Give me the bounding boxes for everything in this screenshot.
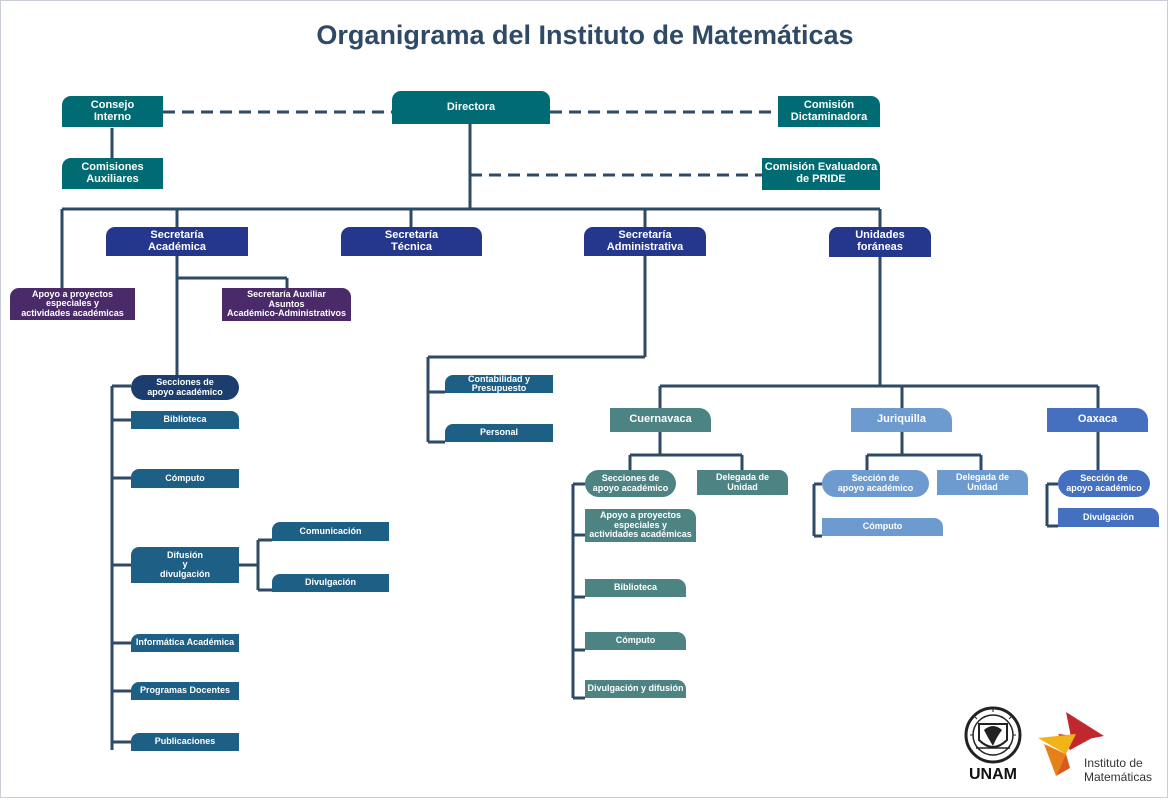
cuernavaca-box: Cuernavaca <box>610 408 711 432</box>
directora-box: Directora <box>392 91 550 124</box>
juriquilla-delegada-box: Delegada de Unidad <box>937 470 1028 495</box>
personal-box: Personal <box>445 424 553 442</box>
oaxaca-box: Oaxaca <box>1047 408 1148 432</box>
informatica-academica-box: Informática Académica <box>131 634 239 652</box>
juriquilla-box: Juriquilla <box>851 408 952 432</box>
instituto-matematicas-logo: Instituto de Matemáticas <box>1036 710 1164 790</box>
apoyo-proyectos-box: Apoyo a proyectos especiales y actividad… <box>10 288 135 320</box>
unam-logo: UNAM <box>962 704 1024 786</box>
comision-pride-box: Comisión Evaluadora de PRIDE <box>762 158 880 190</box>
unam-wordmark: UNAM <box>969 766 1017 783</box>
divulgacion-box: Divulgación <box>272 574 389 592</box>
im-triangles-icon <box>1038 712 1104 776</box>
consejo-interno-box: Consejo Interno <box>62 96 163 127</box>
cuernavaca-secciones-box: Secciones de apoyo académico <box>585 470 676 497</box>
cuernavaca-biblioteca-box: Biblioteca <box>585 579 686 597</box>
comisiones-auxiliares-box: Comisiones Auxiliares <box>62 158 163 189</box>
unam-seal-icon <box>964 706 1022 764</box>
page-title: Organigrama del Instituto de Matemáticas <box>316 20 854 50</box>
secciones-apoyo-academico-box: Secciones de apoyo académico <box>131 375 239 400</box>
contabilidad-presupuesto-box: Contabilidad y Presupuesto <box>445 374 553 393</box>
biblioteca-box: Biblioteca <box>131 411 239 429</box>
publicaciones-box: Publicaciones <box>131 733 239 751</box>
oaxaca-divulgacion-box: Divulgación <box>1058 508 1159 527</box>
cuernavaca-apoyo-proyectos-box: Apoyo a proyectos especiales y actividad… <box>585 509 696 542</box>
comision-dictaminadora-box: Comisión Dictaminadora <box>778 96 880 127</box>
cuernavaca-divulgacion-box: Divulgación y difusión <box>585 680 686 698</box>
im-wordmark-line1: Instituto de <box>1084 756 1143 770</box>
difusion-divulgacion-box: Difusión y divulgación <box>131 547 239 583</box>
computo-box: Cómputo <box>131 469 239 488</box>
programas-docentes-box: Programas Docentes <box>131 682 239 700</box>
secretaria-academica-box: Secretaría Académica <box>106 227 248 256</box>
cuernavaca-delegada-box: Delegada de Unidad <box>697 470 788 495</box>
cuernavaca-computo-box: Cómputo <box>585 632 686 650</box>
secretaria-tecnica-box: Secretaría Técnica <box>341 227 482 256</box>
unidades-foraneas-box: Unidades foráneas <box>829 227 931 257</box>
juriquilla-computo-box: Cómputo <box>822 518 943 536</box>
secretaria-auxiliar-box: Secretaría Auxiliar Asuntos Académico-Ad… <box>222 288 351 321</box>
secretaria-administrativa-box: Secretaría Administrativa <box>584 227 706 256</box>
oaxaca-seccion-box: Sección de apoyo académico <box>1058 470 1150 497</box>
im-wordmark-line2: Matemáticas <box>1084 770 1153 784</box>
juriquilla-seccion-box: Sección de apoyo académico <box>822 470 929 497</box>
comunicacion-box: Comunicación <box>272 522 389 541</box>
